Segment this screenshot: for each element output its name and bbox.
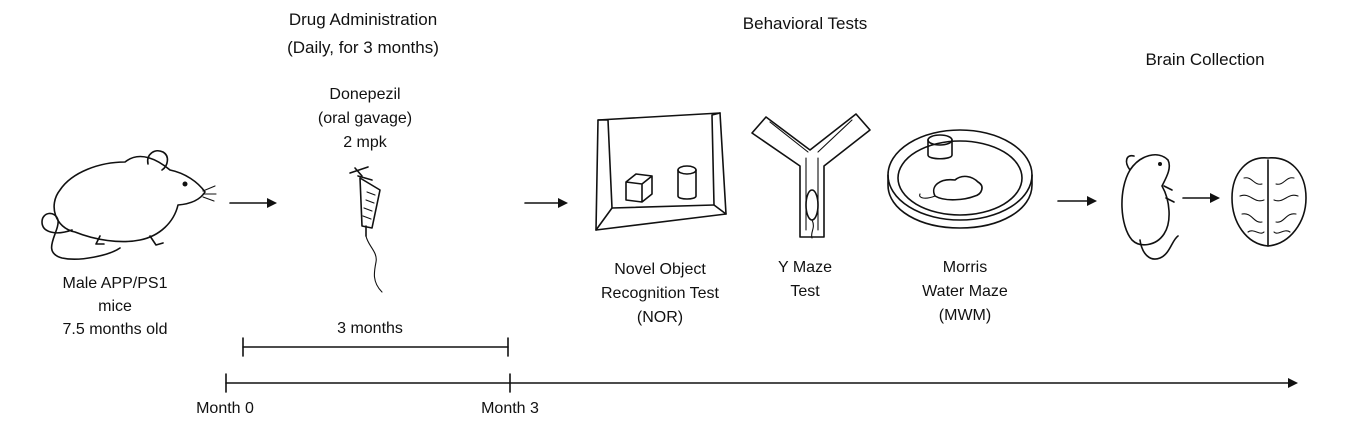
mouse-icon: [41, 149, 217, 260]
drug-administration-header: Drug Administration (Daily, for 3 months…: [287, 10, 439, 57]
subject-label: Male APP/PS1 mice 7.5 months old: [62, 275, 168, 338]
syringe-icon: [349, 166, 383, 293]
tick-label-month-3: Month 3: [481, 400, 539, 417]
y-maze-icon: [751, 113, 871, 239]
behavioral-tests-header: Behavioral Tests: [742, 14, 868, 33]
nor-box-icon: [595, 112, 727, 231]
ymaze-label: Y Maze Test: [778, 259, 832, 300]
brain-icon: [1231, 157, 1307, 247]
duration-bracket: [242, 337, 509, 357]
tick-label-month-0: Month 0: [196, 400, 254, 417]
nor-label: Novel Object Recognition Test (NOR): [601, 261, 719, 326]
standing-mouse-icon: [1121, 154, 1179, 260]
drug-label: Donepezil (oral gavage) 2 mpk: [317, 86, 413, 151]
mwm-label: Morris Water Maze (MWM): [922, 259, 1008, 324]
water-maze-icon: [887, 129, 1033, 229]
timeline-axis: [225, 373, 1298, 393]
brain-collection-header: Brain Collection: [1145, 50, 1265, 69]
duration-label: 3 months: [337, 320, 403, 337]
